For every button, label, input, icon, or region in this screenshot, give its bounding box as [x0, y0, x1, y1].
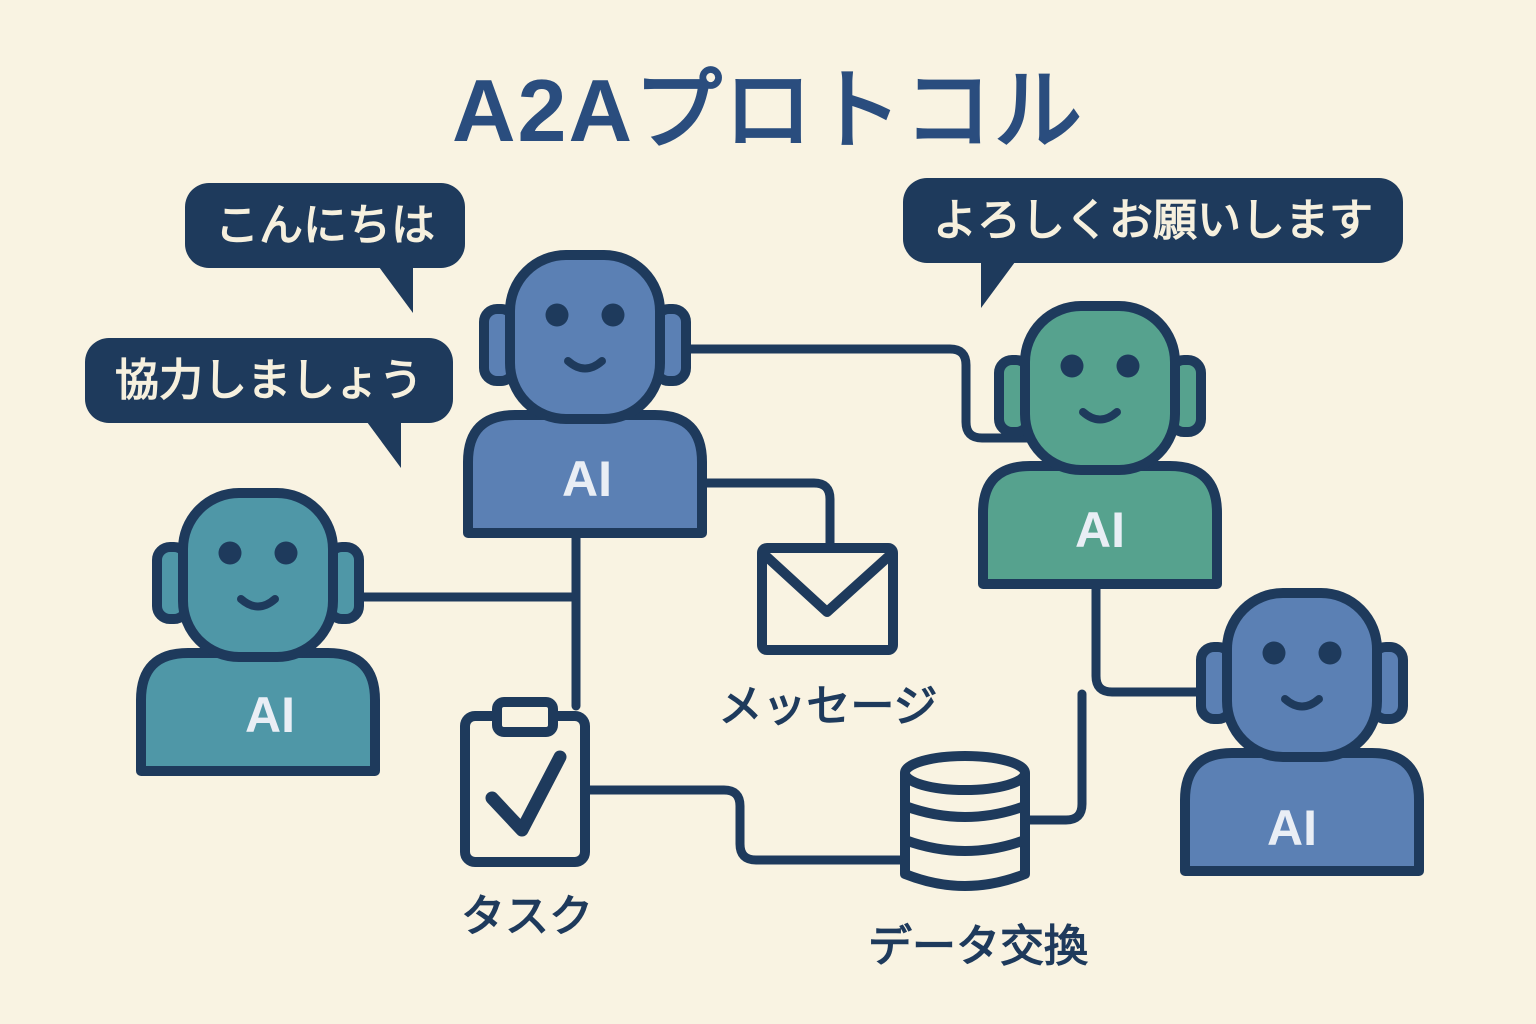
clipboard-check-icon	[460, 697, 590, 867]
connector-right-agent-to-bottom-agent	[1091, 577, 1211, 697]
connector-database-to-bottom-agent	[1023, 689, 1087, 825]
ai-agent-bottom-right-label: AI	[1267, 800, 1317, 856]
data-exchange-label: データ交換	[868, 922, 1088, 971]
task-label: タスク	[461, 892, 593, 941]
connector-lines	[352, 344, 1211, 865]
ai-agent-top-label: AI	[562, 451, 612, 507]
database-icon	[900, 751, 1030, 891]
envelope-icon	[757, 543, 898, 655]
speech-bubble-greeting: よろしくお願いします	[903, 178, 1403, 309]
speech-bubble-hello: こんにちは	[185, 183, 465, 314]
speech-bubble-cooperate: 協力しましょう	[85, 338, 453, 469]
connector-top-agent-to-right-agent	[683, 344, 1037, 443]
connector-top-agent-to-message	[693, 478, 835, 551]
ai-agent-right-label: AI	[1075, 502, 1125, 558]
connector-task-to-database	[583, 785, 907, 865]
ai-agent-left-label: AI	[245, 687, 295, 743]
diagram-title: A2Aプロトコル	[451, 61, 1085, 160]
message-label: メッセージ	[718, 682, 938, 731]
